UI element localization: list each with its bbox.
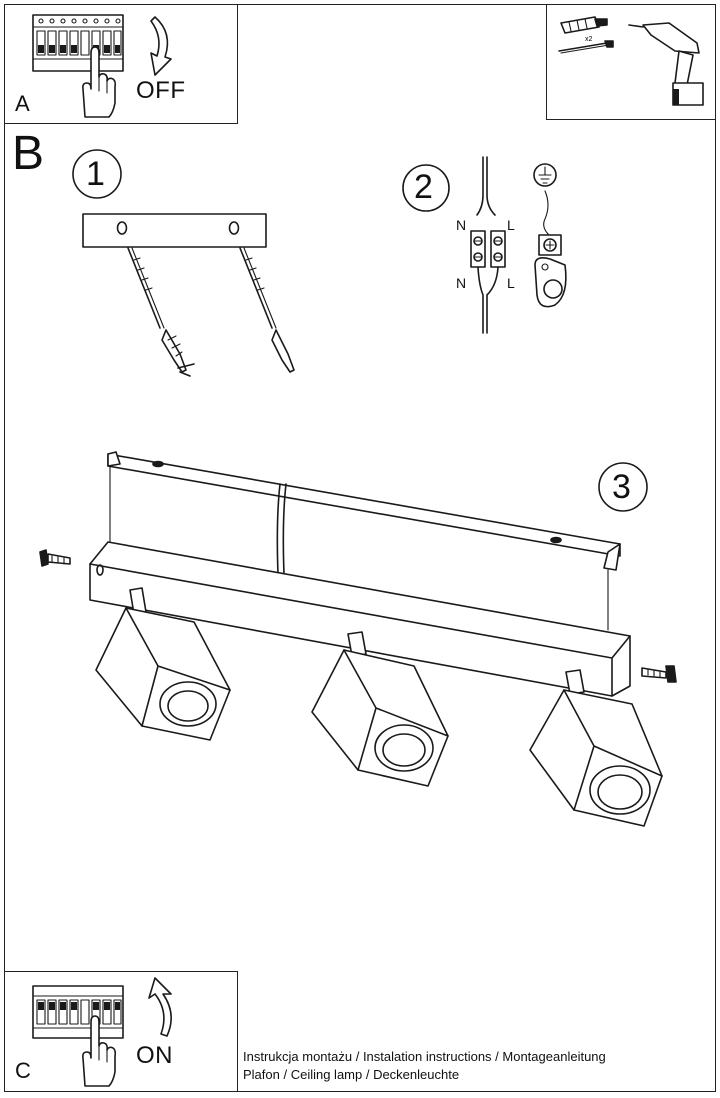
ground-terminal-icon bbox=[534, 234, 567, 308]
hand-icon bbox=[82, 46, 117, 118]
section-letter-a: A bbox=[15, 91, 30, 116]
panel-c-power-on: C ON bbox=[4, 971, 238, 1092]
ground-symbol-icon bbox=[533, 163, 557, 236]
live-label-top: L bbox=[507, 217, 515, 233]
breaker-panel-icon bbox=[32, 14, 124, 72]
breaker-hand-off-illustration bbox=[32, 14, 172, 118]
power-cable bbox=[276, 483, 287, 575]
section-letter-b: B bbox=[12, 127, 45, 180]
plate-hole-right bbox=[228, 221, 240, 235]
supply-cable bbox=[476, 156, 496, 216]
plate-hole-left bbox=[116, 221, 128, 235]
tool-quantity: x2 bbox=[585, 36, 593, 43]
wiring-terminal-illustration bbox=[470, 156, 567, 334]
tools-panel: x2 bbox=[546, 4, 716, 120]
ceiling-lamp-assembly-illustration bbox=[39, 451, 677, 827]
spotlight-middle bbox=[311, 631, 449, 787]
lamp-base-bar bbox=[89, 541, 631, 697]
tools-illustration: x2 bbox=[558, 16, 704, 106]
power-state-on: ON bbox=[136, 1042, 173, 1069]
fixing-screw-left bbox=[39, 549, 71, 567]
power-state-off: OFF bbox=[136, 77, 186, 104]
hand-icon bbox=[82, 1015, 117, 1087]
lamp-cable bbox=[477, 266, 499, 334]
arrow-down-icon bbox=[150, 16, 172, 76]
section-letter-c: C bbox=[15, 1058, 31, 1083]
step-2-number: 2 bbox=[414, 168, 433, 206]
drill-icon bbox=[628, 22, 704, 106]
fixing-screw-right bbox=[641, 665, 677, 683]
arrow-up-icon bbox=[148, 977, 172, 1037]
spotlight-left bbox=[95, 587, 231, 741]
screw-icon bbox=[558, 40, 614, 54]
mounting-plate bbox=[82, 213, 267, 248]
screw-plug-right bbox=[239, 247, 295, 373]
spotlight-right bbox=[529, 669, 663, 827]
page-frame bbox=[4, 4, 716, 1092]
product-type-caption: Plafon / Ceiling lamp / Deckenleuchte bbox=[243, 1067, 460, 1082]
step-3-badge bbox=[598, 462, 648, 512]
wall-plug-icon bbox=[560, 16, 608, 34]
mounting-bracket bbox=[107, 451, 621, 631]
step-3-number: 3 bbox=[612, 468, 631, 506]
step-2-badge bbox=[402, 164, 450, 212]
terminal-block bbox=[470, 230, 506, 268]
panel-a-power-off: A OFF bbox=[4, 4, 238, 124]
step-1-badge bbox=[72, 149, 122, 199]
mounting-plate-illustration bbox=[82, 213, 295, 377]
screw-plug-left bbox=[127, 247, 195, 377]
neutral-label-bottom: N bbox=[456, 275, 467, 291]
instructions-caption: Instrukcja montażu / Instalation instruc… bbox=[243, 1049, 606, 1064]
neutral-label-top: N bbox=[456, 217, 467, 233]
live-label-bottom: L bbox=[507, 275, 515, 291]
breaker-panel-icon bbox=[32, 985, 124, 1039]
breaker-hand-on-illustration bbox=[32, 977, 172, 1087]
step-1-number: 1 bbox=[86, 155, 105, 193]
